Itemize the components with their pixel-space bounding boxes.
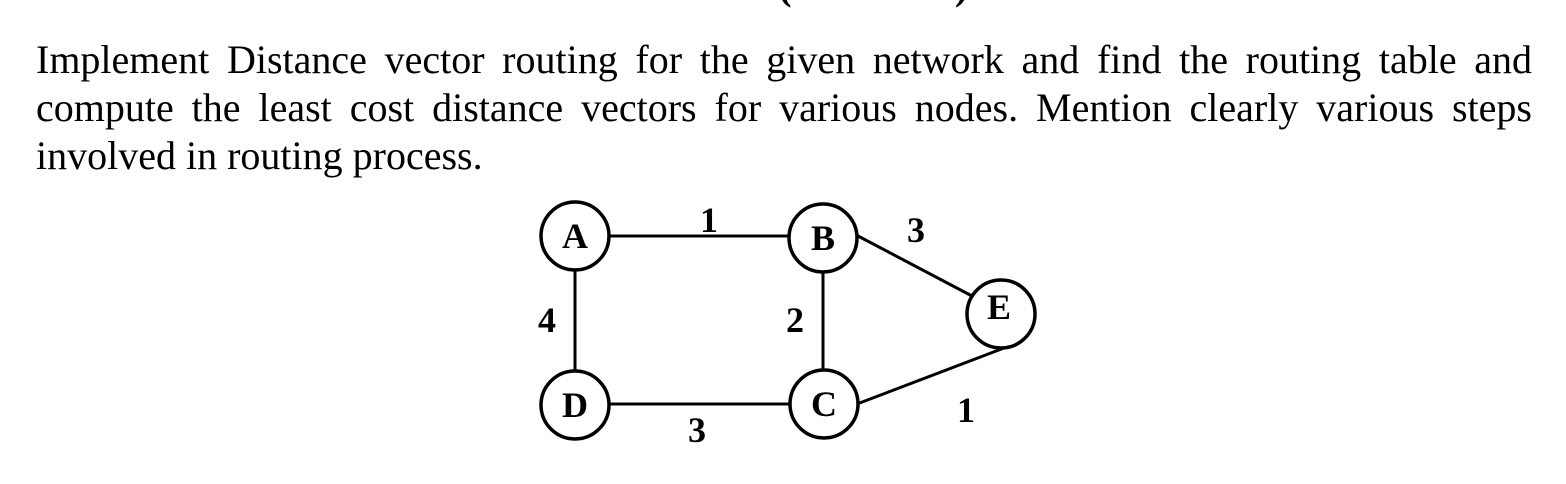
node-c-label: C (811, 384, 837, 424)
question-text: Implement Distance vector routing for th… (36, 37, 1532, 178)
edge-label-c-e: 1 (957, 390, 975, 430)
node-e-label: E (987, 287, 1011, 327)
section-heading: PART – B (10 Marks) (0, 0, 1566, 8)
node-b-label: B (811, 218, 835, 258)
edge-label-a-d: 4 (538, 300, 556, 340)
edge-label-b-c: 2 (786, 300, 804, 340)
node-a: A (539, 200, 611, 272)
edge-label-d-c: 3 (688, 410, 706, 450)
node-d-label: D (562, 385, 588, 425)
edge-b-e (857, 234, 973, 298)
node-b: B (787, 202, 859, 274)
edge-c-e (856, 346, 1005, 406)
edge-label-a-b: 1 (700, 200, 718, 240)
node-d: D (539, 369, 611, 441)
node-c: C (788, 368, 860, 440)
node-a-label: A (562, 216, 588, 256)
edge-label-b-e: 3 (907, 210, 925, 250)
node-e: E (965, 278, 1037, 350)
